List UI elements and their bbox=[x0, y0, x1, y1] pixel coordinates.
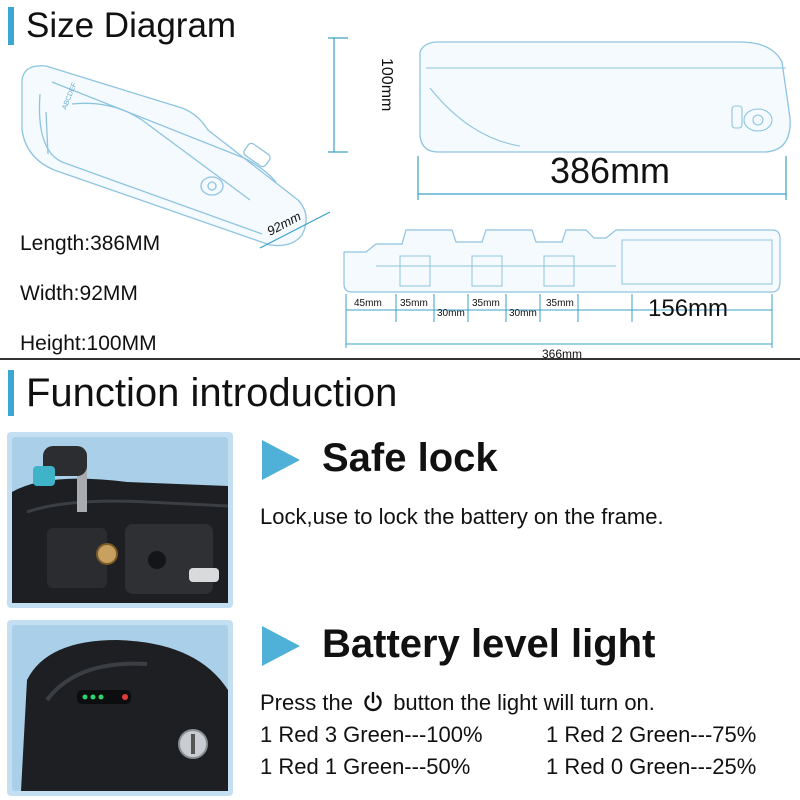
safe-lock-arrow-icon bbox=[262, 440, 300, 480]
width-dimension-line bbox=[259, 211, 331, 249]
battery-side-view: 100mm 386mm bbox=[328, 37, 791, 200]
level-50: 1 Red 1 Green---50% bbox=[260, 754, 471, 779]
segment-label-6: 35mm bbox=[546, 298, 574, 309]
instruction-pre-text: Press the bbox=[260, 690, 353, 715]
function-intro-heading: Function introduction bbox=[8, 370, 397, 416]
spec-width: Width:92MM bbox=[20, 282, 138, 305]
level-100: 1 Red 3 Green---100% bbox=[260, 722, 483, 747]
spec-length: Length:386MM bbox=[20, 232, 161, 255]
level-75: 1 Red 2 Green---75% bbox=[546, 722, 757, 747]
height-dimension-label: 100mm bbox=[378, 58, 395, 111]
battery-isometric-drawing: ABCDEF 92mm bbox=[21, 65, 331, 249]
power-icon bbox=[364, 691, 382, 712]
right-segment-label: 156mm bbox=[648, 295, 728, 322]
segment-label-5: 30mm bbox=[509, 308, 537, 319]
heading-accent-bar bbox=[8, 370, 14, 416]
length-dimension-label: 386mm bbox=[550, 150, 670, 191]
segment-label-2: 35mm bbox=[400, 298, 428, 309]
segment-label-1: 45mm bbox=[354, 298, 382, 309]
spec-height: Height:100MM bbox=[20, 332, 157, 355]
keyhole-icon bbox=[178, 729, 208, 759]
segment-label-4: 35mm bbox=[472, 298, 500, 309]
total-length-label: 366mm bbox=[542, 347, 582, 361]
led-indicator-icon bbox=[77, 690, 131, 704]
lock-key-icon bbox=[33, 446, 87, 512]
heading-accent-bar bbox=[8, 7, 14, 45]
battery-level-photo bbox=[7, 620, 233, 796]
battery-level-instruction: Press the button the light will turn on. bbox=[260, 690, 655, 716]
section-divider bbox=[0, 358, 800, 360]
battery-bottom-view: 45mm 35mm 30mm 35mm 30mm 35mm 156mm 366m… bbox=[343, 229, 781, 361]
segment-label-3: 30mm bbox=[437, 308, 465, 319]
size-diagram-title: Size Diagram bbox=[26, 6, 237, 45]
battery-level-title: Battery level light bbox=[322, 622, 656, 666]
instruction-post-text: button the light will turn on. bbox=[393, 690, 655, 715]
size-diagram-heading: Size Diagram bbox=[8, 6, 236, 46]
function-intro-title: Function introduction bbox=[26, 370, 398, 415]
safe-lock-description: Lock,use to lock the battery on the fram… bbox=[260, 504, 664, 529]
battery-level-arrow-icon bbox=[262, 626, 300, 666]
level-25: 1 Red 0 Green---25% bbox=[546, 754, 757, 779]
safe-lock-title: Safe lock bbox=[322, 436, 498, 480]
safe-lock-photo bbox=[7, 432, 233, 608]
